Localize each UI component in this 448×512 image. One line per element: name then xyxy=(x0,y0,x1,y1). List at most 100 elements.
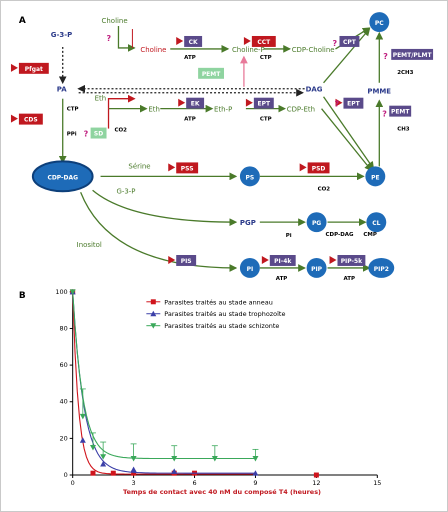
question-mark-6: ? xyxy=(382,110,387,119)
node-choline: Choline xyxy=(140,46,166,54)
question-mark-4: ? xyxy=(335,100,340,109)
data-point xyxy=(211,456,218,462)
x-tick-label: 0 xyxy=(71,479,75,487)
cofactors: ATP CTP CTP PPi ATP CTP CO2 CO2 Pi CDP-D… xyxy=(67,55,414,282)
question-mark-2: ? xyxy=(333,39,338,48)
question-marks: ? ? ? ? ? ? xyxy=(84,34,389,139)
node-cdp-choline: CDP-Choline xyxy=(292,46,335,54)
node-g3p2: G-3-P xyxy=(116,187,135,195)
cofactor-atp-2: ATP xyxy=(184,117,196,123)
enzyme-psd: PSD xyxy=(312,165,326,172)
enzyme-ept-1: EPT xyxy=(258,101,271,108)
node-pmme: PMME xyxy=(367,88,391,96)
node-pgp: PGP xyxy=(240,219,256,227)
node-eth: Eth xyxy=(95,95,107,103)
legend-label: Parasites traités au stade anneau xyxy=(164,298,273,306)
cofactor-2ch3: 2CH3 xyxy=(397,70,413,76)
node-inositol: Inositol xyxy=(77,241,102,249)
data-point xyxy=(100,454,107,460)
node-cdp-dag: CDP-DAG xyxy=(47,174,78,181)
cofactor-ctp-1: CTP xyxy=(260,55,272,61)
panel-b-label: B xyxy=(19,291,26,301)
legend-marker xyxy=(150,310,157,317)
cofactor-co2-sd: CO2 xyxy=(114,128,127,134)
data-point xyxy=(130,456,137,462)
enzyme-sd: SD xyxy=(94,131,103,138)
enzyme-ek: EK xyxy=(191,101,200,108)
node-choline-top: Choline xyxy=(102,17,128,25)
enzyme-boxes: CK CCT CPT PEMT/PLMT Pfgat PEMT CDS EK E… xyxy=(10,35,434,266)
cofactor-cdp-dag: CDP-DAG xyxy=(326,232,355,238)
x-tick-label: 3 xyxy=(132,479,136,487)
cofactor-ctp-2: CTP xyxy=(260,117,272,123)
enzyme-ck: CK xyxy=(189,39,198,46)
node-serine: Sérine xyxy=(128,162,150,170)
enzyme-pis: PIS xyxy=(181,258,192,265)
enzyme-pemt-2: PEMT xyxy=(391,109,410,116)
enzyme-pi4k: PI-4k xyxy=(274,258,292,265)
legend-marker xyxy=(150,323,157,329)
cofactor-atp-4: ATP xyxy=(343,276,355,282)
data-point xyxy=(252,470,259,476)
cofactor-co2-psd: CO2 xyxy=(318,186,331,192)
enzyme-ept-2: EPT xyxy=(347,101,360,108)
enzyme-cct: CCT xyxy=(257,39,271,46)
data-point xyxy=(100,461,107,467)
eth-red-arrow xyxy=(107,94,136,109)
data-point xyxy=(171,456,178,462)
x-tick-label: 9 xyxy=(253,479,257,487)
data-point xyxy=(79,413,86,420)
question-mark-1: ? xyxy=(107,34,112,43)
data-point xyxy=(69,289,76,295)
panel-a-label: A xyxy=(19,16,26,26)
y-tick-label: 80 xyxy=(59,324,67,332)
node-pe: PE xyxy=(371,174,379,181)
node-pi: PI xyxy=(247,266,254,273)
enzyme-cds: CDS xyxy=(24,117,38,124)
enzyme-pemt-1: PEMT xyxy=(202,71,221,78)
x-axis-label: Temps de contact avec 40 nM du composé T… xyxy=(123,488,321,496)
fit-curve-1 xyxy=(72,291,256,474)
enzyme-pip5k: PIP-5k xyxy=(341,258,363,265)
data-point xyxy=(90,445,96,451)
data-point xyxy=(110,470,116,476)
cofactor-pi: Pi xyxy=(286,233,292,239)
fit-curve-0 xyxy=(72,291,256,475)
enzyme-cpt: CPT xyxy=(343,39,357,46)
cofactor-ppi: PPi xyxy=(67,132,77,138)
node-pg: PG xyxy=(312,220,321,227)
data-point xyxy=(252,456,259,462)
question-mark-3: ? xyxy=(383,52,388,61)
y-tick-label: 40 xyxy=(59,398,67,406)
node-g3p: G-3-P xyxy=(51,31,72,39)
x-tick-label: 6 xyxy=(192,479,196,487)
data-point xyxy=(171,468,178,474)
data-point xyxy=(131,470,137,476)
cofactor-ctp-pa: CTP xyxy=(67,107,79,113)
y-tick-label: 100 xyxy=(55,288,67,296)
node-pip: PIP xyxy=(311,266,323,273)
node-ps: PS xyxy=(246,174,255,181)
enzyme-pemt-plmt: PEMT/PLMT xyxy=(393,52,433,59)
node-pc: PC xyxy=(375,20,384,27)
cofactor-atp-1: ATP xyxy=(184,55,196,61)
y-tick-label: 60 xyxy=(59,361,67,369)
node-eth2: Eth xyxy=(148,106,160,114)
x-tick-label: 15 xyxy=(373,479,381,487)
y-tick-label: 0 xyxy=(64,471,68,479)
data-point xyxy=(313,472,319,478)
node-pa: PA xyxy=(57,86,67,94)
data-point xyxy=(130,466,137,473)
legend-label: Parasites traités au stade schizonte xyxy=(164,322,279,330)
node-pip2: PIP2 xyxy=(374,266,389,273)
data-point xyxy=(79,437,86,443)
node-cdp-eth: CDP-Eth xyxy=(287,106,315,114)
enzyme-pss: PSS xyxy=(181,165,194,172)
enzyme-pfgat: Pfgat xyxy=(25,66,43,73)
legend-label: Parasites traités au stade trophozoïte xyxy=(164,310,285,318)
node-dag: DAG xyxy=(306,86,323,94)
cofactor-atp-3: ATP xyxy=(276,276,288,282)
circle-nodes: PC PS PE PG CL PI PIP PIP2 CDP-DAG xyxy=(31,12,395,278)
